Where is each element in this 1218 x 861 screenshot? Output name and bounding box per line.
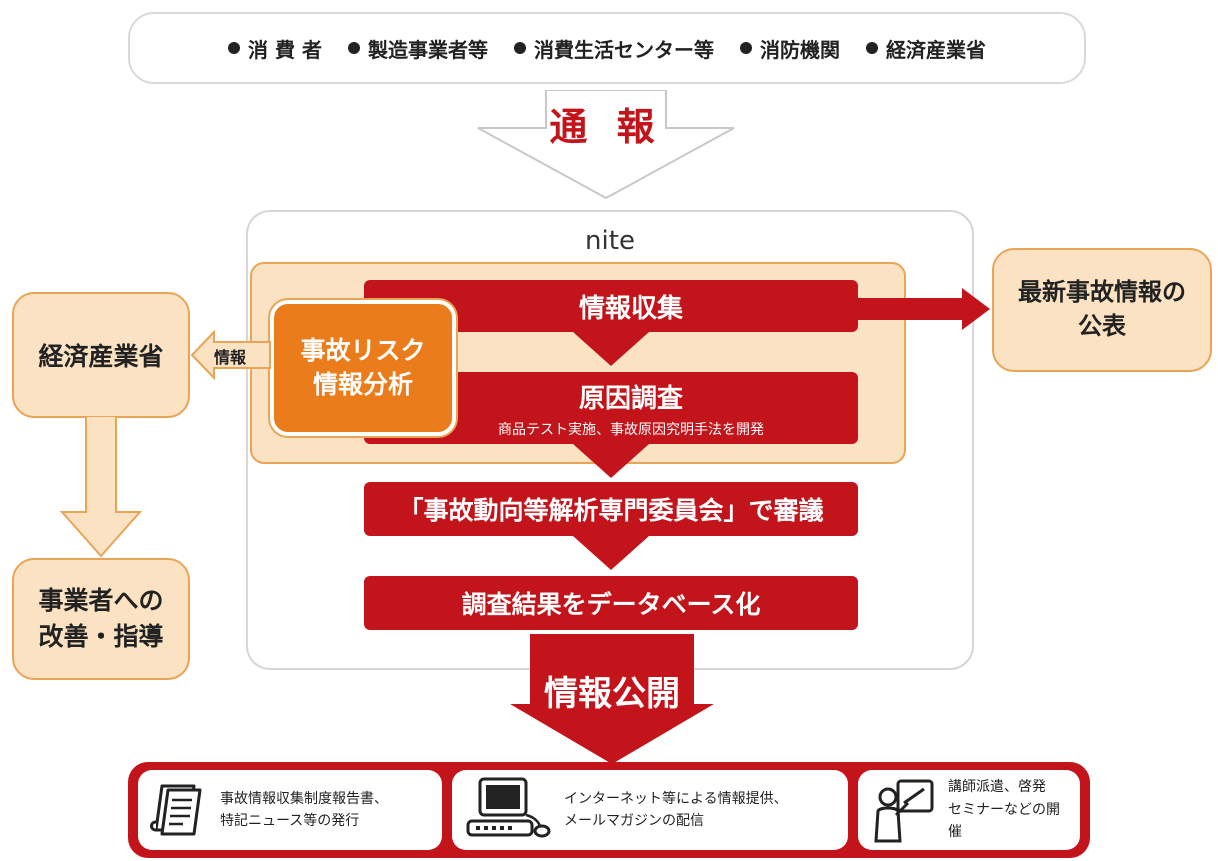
info-publication-label: 情報公開 [544,674,680,714]
bullet-icon [513,42,526,54]
latest-accident-info-box: 最新事故情報の 公表 [992,248,1212,372]
computer-icon [466,777,551,838]
flow-arrow-down [573,536,649,570]
info-publication-arrow [510,634,714,764]
info-collection-bar: 情報収集 [364,280,858,332]
bullet-icon [739,42,752,54]
output-seminars: 講師派遣、啓発 セミナーなどの開催 [858,770,1080,850]
flow-arrow-down [573,332,649,366]
meti-box: 経済産業省 [12,292,190,418]
bullet-icon [347,42,360,54]
risk-analysis-box: 事故リスク 情報分析 [270,300,456,436]
committee-review-bar: 「事故動向等解析専門委員会」で審議 [364,482,858,536]
lecturer-icon [874,779,934,843]
business-guidance-box: 事業者への 改善・指導 [12,558,190,680]
report-arrow [477,90,735,200]
reporter-fire-department: 消防機関 [739,34,840,63]
outputs-bar: 事故情報収集制度報告書、 特記ニュース等の発行 インターネット等による情報提供、… [128,762,1090,858]
publish-right-arrow [858,298,968,320]
reporter-meti: 経済産業省 [865,34,986,63]
reporter-consumer-center: 消費生活センター等 [513,34,714,63]
bullet-icon [228,42,241,54]
guidance-down-arrow [60,416,142,558]
report-label: 通 報 [549,105,663,149]
documents-icon [150,784,202,836]
flow-arrow-down [573,444,649,478]
nite-label: nite [585,226,635,256]
info-label: 情報 [214,348,247,367]
output-internet: インターネット等による情報提供、 メールマガジンの配信 [452,770,848,850]
reporters-box: 消 費 者 製造事業者等 消費生活センター等 消防機関 経済産業省 [128,12,1086,84]
bullet-icon [865,42,878,54]
output-reports: 事故情報収集制度報告書、 特記ニュース等の発行 [138,770,442,850]
reporter-manufacturer: 製造事業者等 [347,34,488,63]
reporter-consumer: 消 費 者 [228,34,322,63]
info-left-arrow [190,330,271,380]
publish-right-arrowhead [962,288,990,330]
database-bar: 調査結果をデータベース化 [364,576,858,630]
